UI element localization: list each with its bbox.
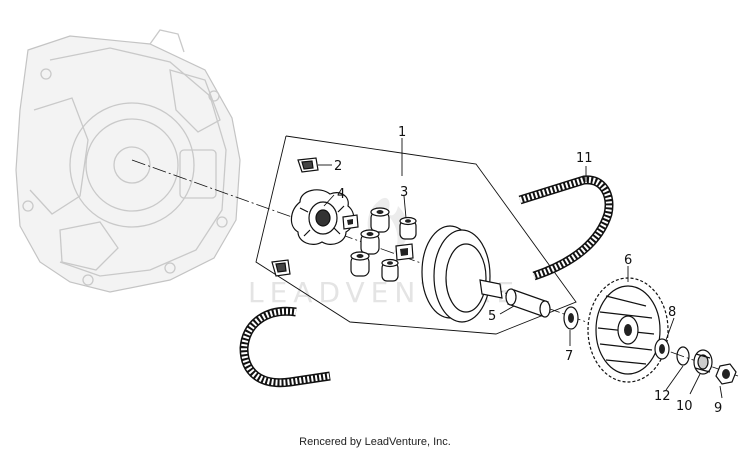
crankcase-ghost <box>15 29 241 293</box>
part-2-slider <box>297 157 319 173</box>
part-9-nut <box>715 363 737 385</box>
footer-credit: Rencered by LeadVenture, Inc. <box>299 436 451 448</box>
callout-11: 11 <box>576 151 593 166</box>
callout-3: 3 <box>400 185 408 200</box>
callout-1: 1 <box>398 125 406 140</box>
part-3-rollers <box>342 207 417 282</box>
part-5-bushing <box>505 288 551 318</box>
part-6-fan-pulley <box>587 277 669 383</box>
callout-7: 7 <box>565 349 573 364</box>
part-4-ramp-plate <box>290 189 355 245</box>
part-12-ring <box>676 346 690 366</box>
part-10-collar <box>693 349 713 375</box>
belt-lower <box>239 306 331 388</box>
part-2-slider-lower <box>271 259 291 277</box>
movable-pulley <box>421 225 503 323</box>
leader-lines <box>318 138 723 399</box>
callout-10: 10 <box>676 399 693 414</box>
callout-12: 12 <box>654 389 671 404</box>
callout-6: 6 <box>624 253 632 268</box>
callouts: 1 2 3 4 5 6 7 8 9 10 11 12 <box>334 125 722 416</box>
callout-9: 9 <box>714 401 722 416</box>
callout-2: 2 <box>334 159 342 174</box>
part-7-washer <box>563 306 579 330</box>
callout-8: 8 <box>668 305 676 320</box>
part-8-washer <box>654 338 670 360</box>
part-11-belt-upper <box>518 175 614 281</box>
assembly-1-outline <box>255 135 577 335</box>
callout-4: 4 <box>337 187 345 202</box>
callout-5: 5 <box>488 309 496 324</box>
